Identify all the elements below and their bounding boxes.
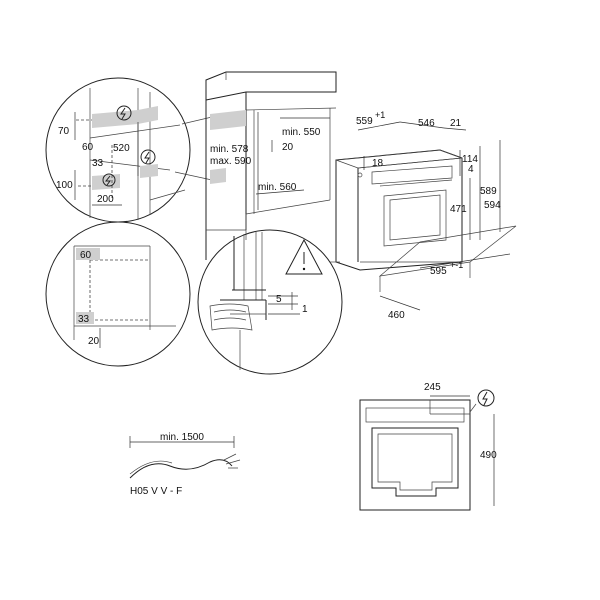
mid-right-detail: 5 1 xyxy=(197,229,343,375)
dim-21: 21 xyxy=(450,118,462,129)
cable-type: H05 V V - F xyxy=(130,486,182,497)
dim-595-tolerance: +-1 xyxy=(450,260,463,270)
electric-hazard-icon xyxy=(116,105,132,121)
dim-60: 60 xyxy=(80,250,92,261)
dim-200: 200 xyxy=(97,194,114,205)
mid-left-detail: 60 33 20 xyxy=(45,221,191,367)
dim-18: 18 xyxy=(372,158,384,169)
oven-rear-view: 245 490 xyxy=(359,382,497,511)
electric-hazard-icon xyxy=(477,389,495,407)
dim-20: 20 xyxy=(88,336,100,347)
dim-490: 490 xyxy=(480,450,497,461)
dim-5: 5 xyxy=(276,294,282,305)
dim-559: 559 xyxy=(356,116,373,127)
dim-33: 33 xyxy=(78,314,90,325)
dim-max-590: max. 590 xyxy=(210,156,252,167)
dim-min-578: min. 578 xyxy=(210,144,249,155)
dim-min-550: min. 550 xyxy=(282,127,321,138)
dim-60: 60 xyxy=(82,142,94,153)
dim-471: 471 xyxy=(450,204,467,215)
electric-hazard-icon xyxy=(140,149,156,165)
dim-4: 4 xyxy=(468,164,474,175)
oven-appliance: 559 +1 546 21 18 114 4 589 594 471 595 +… xyxy=(335,110,517,321)
warning-icon xyxy=(285,238,323,275)
dim-20: 20 xyxy=(282,142,294,153)
cabinet-niche: min. 550 20 min. 578 max. 590 min. 560 xyxy=(205,71,337,260)
dim-546: 546 xyxy=(418,118,435,129)
dim-min-560: min. 560 xyxy=(258,182,297,193)
dim-114: 114 xyxy=(462,154,478,165)
cable-length: min. 1500 xyxy=(160,432,204,443)
dim-100: 100 xyxy=(56,180,73,191)
top-left-detail: 70 60 520 33 100 200 xyxy=(45,77,213,223)
dim-595: 595 xyxy=(430,266,447,277)
dim-1: 1 xyxy=(302,304,308,315)
dim-589: 589 xyxy=(480,186,497,197)
dim-460: 460 xyxy=(388,310,405,321)
dim-245: 245 xyxy=(424,382,441,393)
dim-520: 520 xyxy=(113,143,130,154)
dim-33: 33 xyxy=(92,158,104,169)
dim-594: 594 xyxy=(484,200,501,211)
electric-hazard-icon xyxy=(102,173,116,187)
dim-559-tolerance: +1 xyxy=(375,110,385,120)
power-cable: min. 1500 H05 V V - F xyxy=(129,432,241,497)
dim-70: 70 xyxy=(58,126,70,137)
